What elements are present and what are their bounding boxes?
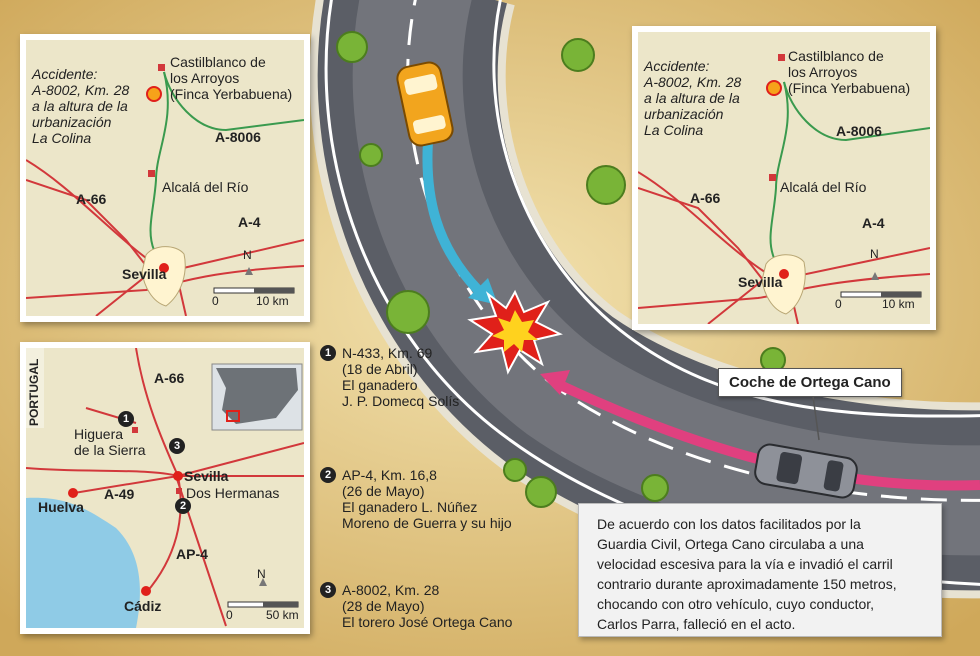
scale-max: 10 km: [256, 294, 289, 308]
north-label: N: [870, 247, 879, 261]
event-number: 2: [320, 467, 336, 483]
accident-icon: [766, 80, 782, 96]
sevilla-label: Sevilla: [184, 468, 229, 484]
road-label-ap4: AP-4: [176, 546, 208, 562]
accident-label: Accidente: A-8002, Km. 28 a la altura de…: [644, 58, 742, 139]
ortega-car-icon: [754, 443, 858, 499]
yellow-car-path-arrow: [422, 119, 482, 294]
sevilla-label: Sevilla: [122, 266, 167, 282]
marker-1: 1: [118, 411, 134, 427]
event-number: 3: [320, 582, 336, 598]
description-line: chocando con otro vehículo, cuyo conduct…: [597, 596, 875, 612]
road-label-a8006: A-8006: [215, 129, 261, 145]
description-line: Guardia Civil, Ortega Cano circulaba a u…: [597, 536, 864, 552]
scale-zero: 0: [226, 608, 233, 622]
car-label-pointer: [812, 396, 820, 441]
map-bottom: PORTUGAL A-66 Higuera de la Sierra 1 3 2…: [20, 342, 310, 634]
north-label: N: [243, 248, 252, 262]
marker-2: 2: [175, 498, 191, 514]
road-label-a66: A-66: [154, 370, 185, 386]
road-label-a4: A-4: [238, 214, 261, 230]
road-label-a66: A-66: [76, 191, 107, 207]
yellow-car-icon: [396, 61, 454, 147]
alcala-label: Alcalá del Río: [162, 179, 249, 195]
portugal-label: PORTUGAL: [27, 358, 41, 426]
description-box: De acuerdo con los datos facilitados por…: [578, 503, 942, 637]
alcala-label: Alcalá del Río: [780, 179, 867, 195]
scale-zero: 0: [212, 294, 219, 308]
huelva-label: Huelva: [38, 499, 84, 515]
accident-label: Accidente: A-8002, Km. 28 a la altura de…: [32, 66, 130, 147]
north-label: N: [257, 567, 266, 581]
cadiz-label: Cádiz: [124, 598, 162, 614]
road-label-a66: A-66: [690, 190, 721, 206]
car-label: Coche de Ortega Cano: [718, 368, 902, 397]
road-label-a8006: A-8006: [836, 123, 882, 139]
dos-hermanas-label: Dos Hermanas: [186, 485, 280, 501]
scale-zero: 0: [835, 297, 842, 311]
scale-max: 10 km: [882, 297, 915, 311]
map-top-right: Accidente: A-8002, Km. 28 a la altura de…: [632, 26, 936, 330]
road-label-a4: A-4: [862, 215, 885, 231]
description-line: Carlos Parra, falleció en el acto.: [597, 616, 796, 632]
map-top-left: Accidente: A-8002, Km. 28 a la altura de…: [20, 34, 310, 322]
castilblanco-label: Castilblanco de los Arroyos (Finca Yerba…: [170, 54, 293, 103]
higuera-label: Higuera de la Sierra: [74, 426, 146, 459]
marker-3: 3: [169, 438, 185, 454]
north-arrow-icon: [259, 578, 267, 586]
north-arrow-icon: [245, 267, 253, 275]
event-number: 1: [320, 345, 336, 361]
castilblanco-label: Castilblanco de los Arroyos (Finca Yerba…: [788, 48, 911, 97]
north-arrow-icon: [871, 272, 879, 280]
description-line: velocidad escesiva para la vía e invadió…: [597, 556, 893, 572]
bushes: [336, 31, 786, 508]
description-line: contrario durante aproximadamente 150 me…: [597, 576, 897, 592]
sevilla-label: Sevilla: [738, 274, 783, 290]
accident-icon: [146, 86, 162, 102]
scale-max: 50 km: [266, 608, 299, 622]
description-line: De acuerdo con los datos facilitados por…: [597, 516, 861, 532]
road-label-a49: A-49: [104, 486, 135, 502]
